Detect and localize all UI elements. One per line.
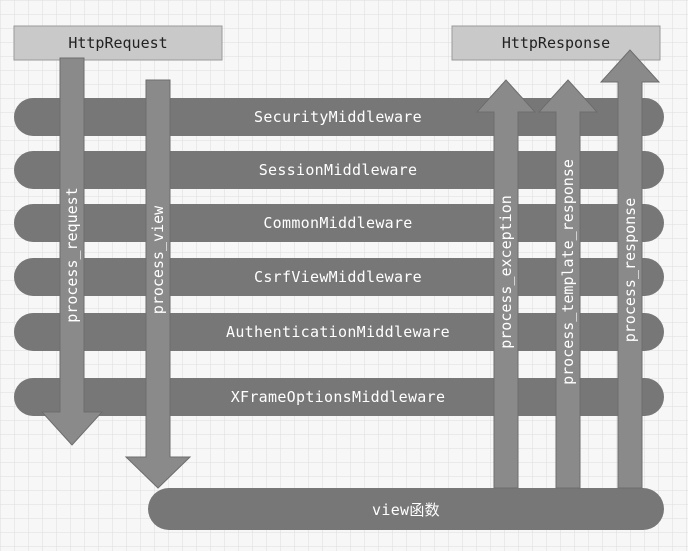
process-response-arrow — [599, 49, 661, 489]
middleware-label-1: SecurityMiddleware — [254, 108, 422, 126]
http-request-label: HttpRequest — [68, 34, 167, 52]
middleware-label-6: XFrameOptionsMiddleware — [231, 388, 446, 406]
process-exception-arrow — [475, 79, 537, 489]
middleware-label-5: AuthenticationMiddleware — [226, 323, 450, 341]
view-function-bar — [148, 488, 664, 530]
process-template-response-label: process_template_response — [559, 159, 577, 385]
process-request-label: process_request — [63, 187, 81, 322]
process-template-response-arrow — [537, 79, 599, 489]
middleware-label-2: SessionMiddleware — [259, 161, 418, 179]
http-response-box — [451, 25, 661, 61]
process-request-arrow — [40, 57, 104, 446]
process-response-label: process_response — [621, 198, 639, 343]
http-response-label: HttpResponse — [502, 34, 610, 52]
http-request-box — [13, 25, 223, 61]
middleware-label-3: CommonMiddleware — [263, 214, 412, 232]
process-exception-label: process_exception — [497, 195, 515, 349]
view-function-label: view函数 — [372, 501, 440, 519]
process-view-arrow — [124, 79, 192, 489]
process-view-label: process_view — [149, 205, 167, 314]
middleware-label-4: CsrfViewMiddleware — [254, 268, 422, 286]
